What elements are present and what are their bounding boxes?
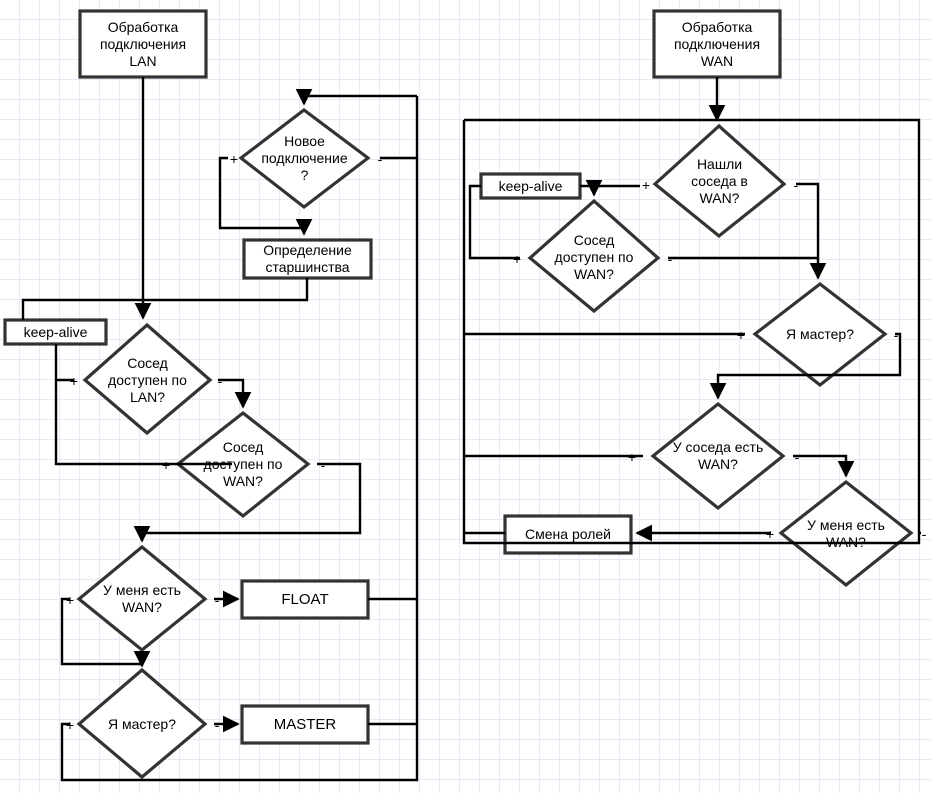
sign-found-neighbor-yes: + xyxy=(641,177,651,193)
node-i-have-wan-right xyxy=(778,479,914,588)
sign-i-have-wan-no-left: - xyxy=(214,592,220,608)
node-role-switch xyxy=(503,514,633,555)
edge-neighbor-wan-no-left xyxy=(133,462,362,543)
node-lan-start xyxy=(78,9,208,79)
sign-i-have-wan-no-right: - xyxy=(921,526,927,542)
sign-am-i-master-no-right: - xyxy=(893,327,899,343)
node-wan-start xyxy=(652,9,782,79)
edge-new-connection-yes xyxy=(218,156,313,236)
node-neighbor-lan xyxy=(82,322,213,436)
node-keepalive-left xyxy=(3,318,108,346)
node-neighbor-wan-left xyxy=(175,410,311,519)
edge-am-i-master-no-right xyxy=(709,332,902,400)
edge-outer-rail-right xyxy=(462,118,921,545)
edge-found-neighbor-no xyxy=(796,182,827,280)
node-keepalive-right xyxy=(479,172,582,200)
edge-loop-into-new-connection xyxy=(295,88,417,106)
sign-am-i-master-yes-right: + xyxy=(736,327,746,343)
edge-new-connection-no xyxy=(380,96,419,160)
edge-neighbor-lan-no xyxy=(218,378,252,409)
node-neighbor-has-wan xyxy=(650,401,786,511)
sign-neighbor-wan-yes-right: + xyxy=(512,251,522,267)
edge-keepalive-right-loop xyxy=(468,184,520,260)
sign-new-connection-yes: + xyxy=(229,151,239,167)
node-am-i-master-left xyxy=(76,667,208,780)
sign-neighbor-wan-no-left: - xyxy=(320,457,326,473)
sign-am-i-master-no-left: - xyxy=(214,717,220,733)
node-seniority xyxy=(242,238,373,280)
edge-am-i-master-yes-left xyxy=(60,722,70,742)
sign-am-i-master-yes-left: + xyxy=(65,717,75,733)
sign-neighbor-has-wan-yes: + xyxy=(627,449,637,465)
edge-neighbor-has-wan-no xyxy=(793,454,855,478)
node-float xyxy=(240,579,370,620)
node-neighbor-wan-right xyxy=(527,198,661,314)
edge-right-rail-down xyxy=(60,158,419,782)
sign-found-neighbor-no: - xyxy=(793,177,799,193)
node-master xyxy=(240,704,370,745)
node-i-have-wan-left xyxy=(76,544,208,653)
edge-seniority-out xyxy=(21,278,309,320)
sign-neighbor-wan-no-right: - xyxy=(667,251,673,267)
sign-neighbor-wan-yes-left: + xyxy=(161,457,171,473)
edge-i-have-wan-yes-left xyxy=(60,597,151,668)
sign-neighbor-has-wan-no: - xyxy=(794,449,800,465)
sign-neighbor-lan-yes: + xyxy=(69,373,79,389)
sign-neighbor-lan-no: - xyxy=(217,373,223,389)
node-new-connection xyxy=(238,107,371,210)
edge-keepalive-loop-left xyxy=(54,380,168,466)
sign-i-have-wan-yes-left: + xyxy=(65,592,75,608)
node-found-neighbor-wan xyxy=(652,123,787,239)
sign-i-have-wan-yes-right: + xyxy=(765,526,775,542)
node-am-i-master-right xyxy=(752,281,888,388)
sign-new-connection-no: - xyxy=(377,151,383,167)
